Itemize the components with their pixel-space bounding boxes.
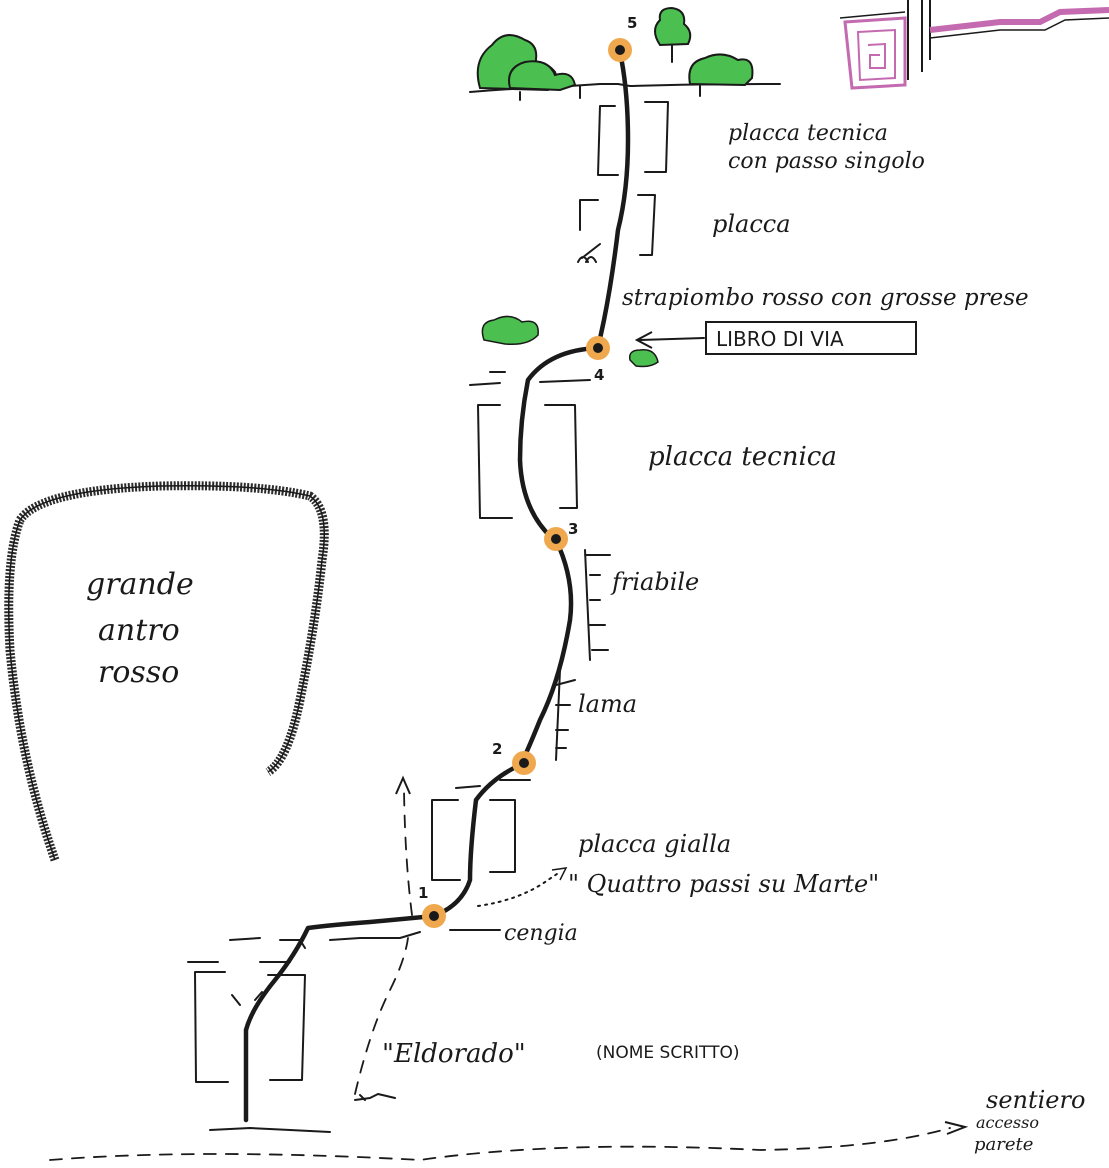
cave-label-line2: antro: [98, 613, 180, 648]
pointer-quattro-passi: [477, 867, 568, 907]
belay-1: 1: [418, 884, 446, 928]
start-route-note: (NOME SCRITTO): [596, 1043, 740, 1063]
belay-4: 4: [586, 336, 610, 384]
cave-label-line3: rosso: [98, 655, 179, 690]
p5-label-line1: placca tecnica: [728, 121, 888, 146]
p5-top-label: strapiombo rosso con grosse prese: [622, 285, 1029, 311]
belay-3-number: 3: [568, 520, 578, 538]
start-route-label: "Eldorado": [382, 1039, 526, 1069]
libro-di-via: LIBRO DI VIA: [634, 321, 917, 355]
p3-lower-label: lama: [578, 690, 637, 718]
p2-label-line1: placca gialla: [578, 830, 731, 858]
p4-label: placca tecnica: [648, 442, 837, 472]
path-label-line3: parete: [974, 1134, 1033, 1155]
route-line: [231, 49, 631, 1123]
cave: [4, 481, 329, 862]
p5-mid-label: placca: [712, 210, 791, 238]
rock-features: [187, 101, 669, 1133]
approach-path: [49, 937, 969, 1161]
belay-3: 3: [544, 520, 578, 551]
belay-2: 2: [492, 740, 536, 775]
belay-4-number: 4: [594, 366, 604, 384]
path-label-line2: accesso: [976, 1113, 1039, 1132]
variant-line-up: [395, 775, 413, 916]
libro-label: LIBRO DI VIA: [716, 327, 844, 351]
tree-top: [654, 6, 692, 63]
belay-2-number: 2: [492, 740, 502, 758]
belay-5: 5: [608, 14, 637, 62]
bush-left: [476, 34, 577, 92]
bush-belay-4: [481, 315, 659, 368]
building-sketch: [839, 0, 1109, 90]
p5-label-line2: con passo singolo: [728, 149, 925, 174]
belay-5-number: 5: [627, 14, 637, 32]
cave-label-line1: grande: [86, 567, 194, 602]
p3-upper-label: friabile: [610, 568, 699, 596]
ledge-label: cengia: [504, 921, 578, 946]
path-label-line1: sentiero: [986, 1086, 1085, 1114]
bush-right: [688, 53, 754, 87]
p2-label-line2: " Quattro passi su Marte": [568, 870, 879, 898]
belay-1-number: 1: [418, 884, 428, 902]
